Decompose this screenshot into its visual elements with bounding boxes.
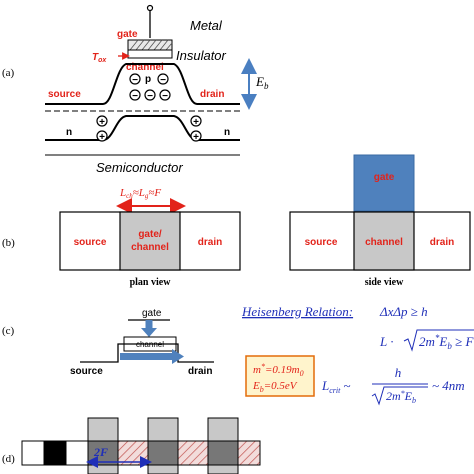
p-label: p (145, 74, 151, 85)
plus-sign: + (99, 132, 105, 143)
plan-view-caption: plan view (130, 277, 172, 288)
heisenberg-relation-2: L · 2m*Eb ≥ F (379, 329, 474, 352)
heisenberg-relation-1: ΔxΔp ≥ h (379, 304, 428, 319)
cell-hatched (177, 440, 209, 466)
parameters-box (245, 355, 315, 397)
side-source-label: source (305, 237, 338, 248)
channel-label-a: channel (126, 62, 164, 73)
lcrit-result: ~ 4nm (432, 378, 465, 393)
n-label-right: n (224, 127, 230, 138)
relation2-radicand: 2m*Eb ≥ F (419, 333, 474, 351)
metal-label: Metal (190, 18, 223, 33)
n-label-left: n (66, 127, 72, 138)
panel-label-a: (a) (2, 67, 15, 79)
negative-charge-group: − − − − − (129, 73, 171, 102)
panel-d: (d) 2F (2, 417, 261, 474)
tox-label: Tox (92, 52, 107, 64)
plus-sign: + (99, 117, 105, 128)
side-view-gate (353, 154, 415, 212)
lcrit-denominator: 2m*Eb (386, 389, 416, 405)
cell-gate-overlap (147, 440, 179, 466)
plan-drain-label: drain (198, 237, 222, 248)
conduction-band-profile (45, 63, 240, 105)
minus-sign: − (162, 91, 168, 102)
semiconductor-label: Semiconductor (96, 160, 183, 175)
length-label: Lch≈Lg≈F (119, 187, 161, 200)
current-arrow-shaft (120, 353, 172, 360)
panel-b: (b) Lch≈Lg≈F source gate/ channel drain … (2, 154, 471, 288)
source-label-a: source (48, 89, 81, 100)
panel-a: (a) Metal gate Insulator Tox channel sou… (2, 4, 269, 175)
plan-gate-label: gate/ (138, 229, 162, 240)
device-profile-c (80, 343, 214, 363)
minus-sign: − (132, 75, 138, 86)
minus-sign: − (147, 91, 153, 102)
plan-channel-label: channel (131, 242, 169, 253)
side-gate-label: gate (374, 172, 395, 183)
drain-label-c: drain (188, 366, 212, 377)
gate-terminal-node (146, 4, 154, 12)
panel-c: (c) gate channel source drain Heisenberg… (2, 304, 474, 406)
metal-gate-hatch (129, 39, 173, 51)
valence-band-profile (45, 115, 240, 141)
plan-source-label: source (74, 237, 107, 248)
side-view-channel-region (353, 211, 415, 271)
insulator-layer (127, 49, 173, 59)
cell (65, 440, 89, 466)
source-label-c: source (70, 366, 103, 377)
plus-sign: + (193, 132, 199, 143)
cell-gate-overlap (207, 440, 239, 466)
param-barrier-energy: Eb=0.5eV (252, 380, 298, 394)
relation2-sqrt-sign (403, 329, 474, 352)
minus-sign: − (132, 91, 138, 102)
cell (21, 440, 45, 466)
panel-label-d: (d) (2, 453, 15, 465)
panel-label-b: (b) (2, 237, 15, 249)
lcrit-numerator: h (395, 365, 402, 380)
drain-label-a: drain (200, 89, 224, 100)
param-effective-mass: m*=0.19m0 (253, 362, 304, 378)
metal-gate (127, 39, 173, 51)
insulator-label: Insulator (176, 48, 227, 63)
gate-label: gate (117, 29, 138, 40)
cell-hatched (237, 440, 261, 466)
gate-field-arrow-head (141, 328, 157, 337)
relation2-lead: L · (379, 334, 394, 349)
eb-label: Eb (255, 74, 269, 91)
gate-label-c: gate (142, 308, 162, 319)
lcrit-sqrt-sign (371, 386, 428, 406)
current-arrow-head (172, 349, 184, 364)
side-drain-label: drain (430, 237, 454, 248)
two-f-label: 2F (93, 445, 108, 459)
lcrit-lead: Lcrit~ (321, 378, 350, 395)
panel-label-c: (c) (2, 325, 15, 337)
plus-sign: + (193, 117, 199, 128)
minus-sign: − (160, 75, 166, 86)
heisenberg-title: Heisenberg Relation: (241, 304, 353, 319)
side-view-caption: side view (365, 277, 404, 288)
cell-black (43, 440, 67, 466)
positive-charge-group: + + + + (96, 115, 202, 143)
side-channel-label: channel (365, 237, 403, 248)
plan-view-gate-region (119, 211, 181, 271)
